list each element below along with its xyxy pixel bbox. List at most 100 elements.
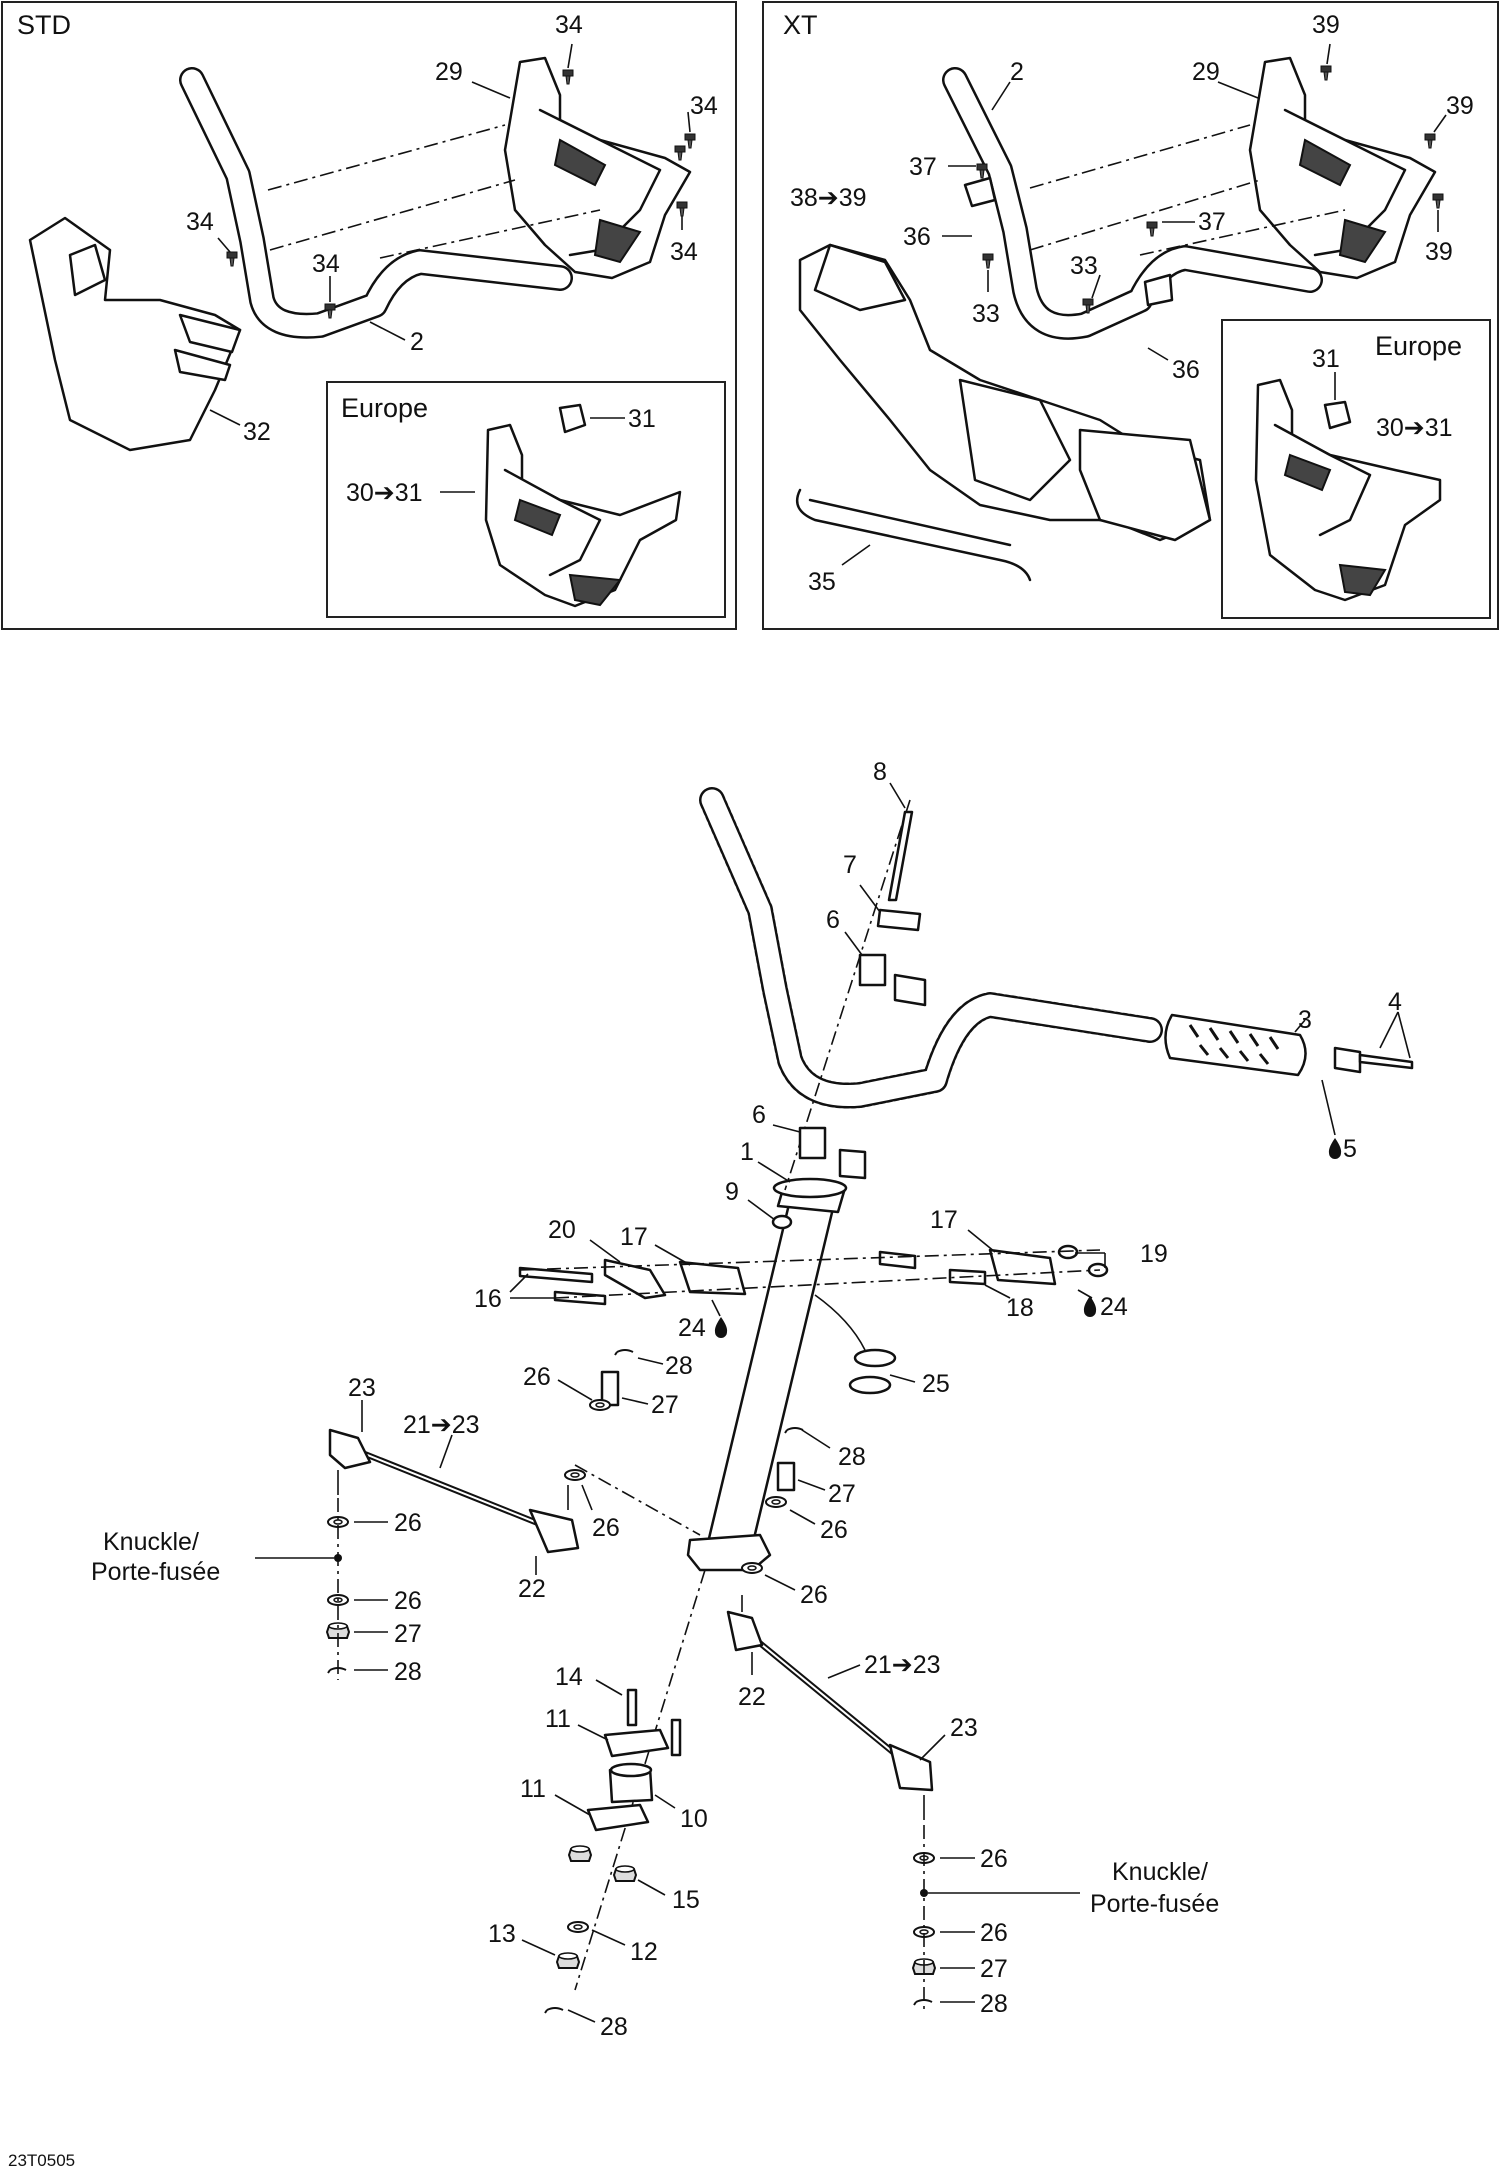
callout-4: 4 <box>1388 988 1402 1016</box>
xt-callout-36-a: 36 <box>903 223 931 251</box>
pivot-axis-b <box>554 1269 1101 1299</box>
std-europe-inset-title: Europe <box>341 393 428 423</box>
callout-15: 15 <box>672 1886 700 1914</box>
bushing-25-arrow <box>814 1294 866 1351</box>
xt-callout-31: 31 <box>1312 345 1340 373</box>
knuckle-left-line2: Porte-fusée <box>91 1558 220 1586</box>
spacer-19-a <box>878 1250 917 1270</box>
callout-7: 7 <box>843 851 857 879</box>
callout-16: 16 <box>474 1285 502 1313</box>
std-screw-34-left <box>226 251 238 267</box>
cotter-28-lower <box>544 2007 564 2014</box>
callout-11-lower: 11 <box>520 1775 546 1803</box>
callout-21-23-right: 21➔23 <box>864 1651 941 1679</box>
std-callout-34-bar: 34 <box>312 250 340 278</box>
xt-callout-39-top: 39 <box>1312 11 1340 39</box>
xt-screw-39-right <box>1424 133 1436 149</box>
xt-clamps <box>963 176 1174 307</box>
xt-europe-inset-title: Europe <box>1375 331 1462 361</box>
xt-callout-38-39: 38➔39 <box>790 184 867 212</box>
callout-27-left: 27 <box>394 1620 422 1648</box>
cotter-28-left <box>327 1667 347 1674</box>
cotter-28-right <box>913 1999 933 2006</box>
clamp-6-upper <box>858 953 887 987</box>
callout-17-left: 17 <box>620 1223 648 1251</box>
washer-12 <box>567 1921 589 1933</box>
callout-6-lower: 6 <box>752 1101 766 1129</box>
flange-11-upper <box>603 1728 670 1758</box>
xt-guard-shell <box>798 243 1212 542</box>
callout-26-center-d: 26 <box>592 1514 620 1542</box>
xt-panel: XT <box>762 1 1499 630</box>
callout-22-left: 22 <box>518 1575 546 1603</box>
std-screw-34-right-c <box>676 201 688 217</box>
clamp-6-lower <box>798 1126 827 1160</box>
bushing-25-b <box>848 1375 892 1395</box>
std-handlebar <box>179 67 573 339</box>
bolt-27-center-a <box>600 1370 620 1407</box>
callout-28-lower: 28 <box>600 2013 628 2041</box>
callout-23-left: 23 <box>348 1374 376 1402</box>
callout-17-right: 17 <box>930 1206 958 1234</box>
bolt-16-a <box>518 1266 594 1284</box>
xt-panel-frame <box>762 1 1499 630</box>
xt-callout-37-a: 37 <box>909 153 937 181</box>
std-callout-31: 31 <box>628 405 656 433</box>
std-screw-34-top <box>562 69 574 85</box>
callout-23-right: 23 <box>950 1714 978 1742</box>
std-screw-34-right-a <box>684 133 696 149</box>
callout-24-right: 24 <box>1100 1293 1128 1321</box>
xt-screw-39-top <box>1320 65 1332 81</box>
grip <box>1164 1013 1307 1077</box>
xt-nut-37-b <box>1146 221 1158 237</box>
main-callouts: 8 7 6 3 4 5 6 1 9 20 17 17 <box>348 758 1411 2041</box>
knuckle-left-line1: Knuckle/ <box>103 1528 199 1556</box>
std-europe-hand-guard <box>484 403 682 608</box>
callout-26-left-b: 26 <box>394 1587 422 1615</box>
callout-13: 13 <box>488 1920 516 1948</box>
xt-assembly-line-b <box>1029 179 1261 251</box>
xt-europe-inset-frame <box>1221 319 1491 619</box>
xt-callout-29: 29 <box>1192 58 1220 86</box>
xt-panel-title: XT <box>783 10 818 40</box>
callout-20: 20 <box>548 1216 576 1244</box>
callout-28-center-a: 28 <box>665 1352 693 1380</box>
bolt-14-a <box>626 1688 638 1727</box>
std-callout-34-right-a: 34 <box>690 92 718 120</box>
callout-26-center-b: 26 <box>820 1516 848 1544</box>
callout-26-center-a: 26 <box>523 1363 551 1391</box>
callout-19: 19 <box>1140 1240 1168 1268</box>
xt-callout-35: 35 <box>808 568 836 596</box>
std-hand-guard <box>503 56 692 280</box>
xt-nut-37-a <box>976 163 988 179</box>
nut-15-a <box>568 1845 592 1862</box>
callout-12: 12 <box>630 1938 658 1966</box>
clamp-7 <box>876 908 922 932</box>
clamp-6-upper-b <box>893 973 927 1007</box>
std-europe-plug <box>558 403 587 434</box>
grease-icon-24-right <box>1083 1296 1097 1317</box>
xt-assembly-line-c <box>1139 209 1346 256</box>
callout-9: 9 <box>725 1178 739 1206</box>
std-callout-2: 2 <box>410 328 424 356</box>
xt-screw-33-a <box>982 253 994 269</box>
callout-5: 5 <box>1343 1135 1357 1163</box>
washer-19-a <box>1057 1244 1079 1260</box>
cotter-28-center-a <box>614 1349 634 1356</box>
nut-15-b <box>613 1865 637 1882</box>
tie-rod-left <box>328 1428 580 1554</box>
callout-26-right-a: 26 <box>980 1845 1008 1873</box>
callout-27-center-b: 27 <box>828 1480 856 1508</box>
std-callout-34-right-c: 34 <box>670 238 698 266</box>
clamp-6-lower-b <box>838 1148 867 1180</box>
callout-11-upper: 11 <box>545 1705 571 1733</box>
bar-end-cap <box>1333 1046 1414 1074</box>
xt-assembly-line-a <box>1029 124 1251 189</box>
left-link-axis <box>574 1464 701 1536</box>
xt-europe-plug <box>1323 400 1352 430</box>
std-guard-shell <box>28 216 242 452</box>
std-europe-inset-frame <box>326 381 726 618</box>
flange-11-lower <box>586 1803 650 1832</box>
washer-26-center-b <box>765 1496 787 1508</box>
